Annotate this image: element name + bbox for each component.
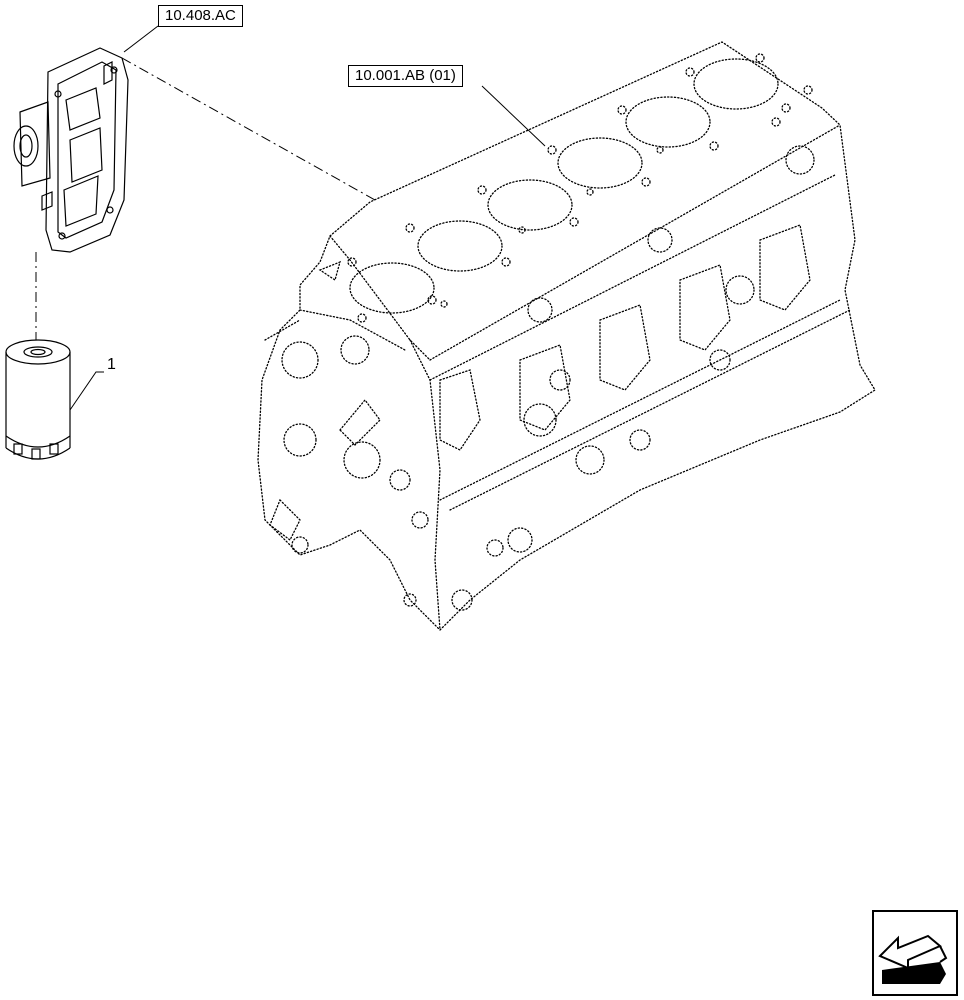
assembly-lines	[35, 25, 546, 411]
arrow-left-icon[interactable]	[872, 910, 958, 996]
engine-block	[257, 41, 876, 631]
filter-head-housing	[13, 47, 129, 253]
callout-filter-head-ref[interactable]: 10.408.AC	[158, 5, 243, 27]
arrow-left-icon-graphic	[878, 934, 948, 984]
part-number-item-1: 1	[107, 356, 116, 373]
oil-filter	[5, 339, 71, 460]
callout-engine-block-ref[interactable]: 10.001.AB (01)	[348, 65, 463, 87]
